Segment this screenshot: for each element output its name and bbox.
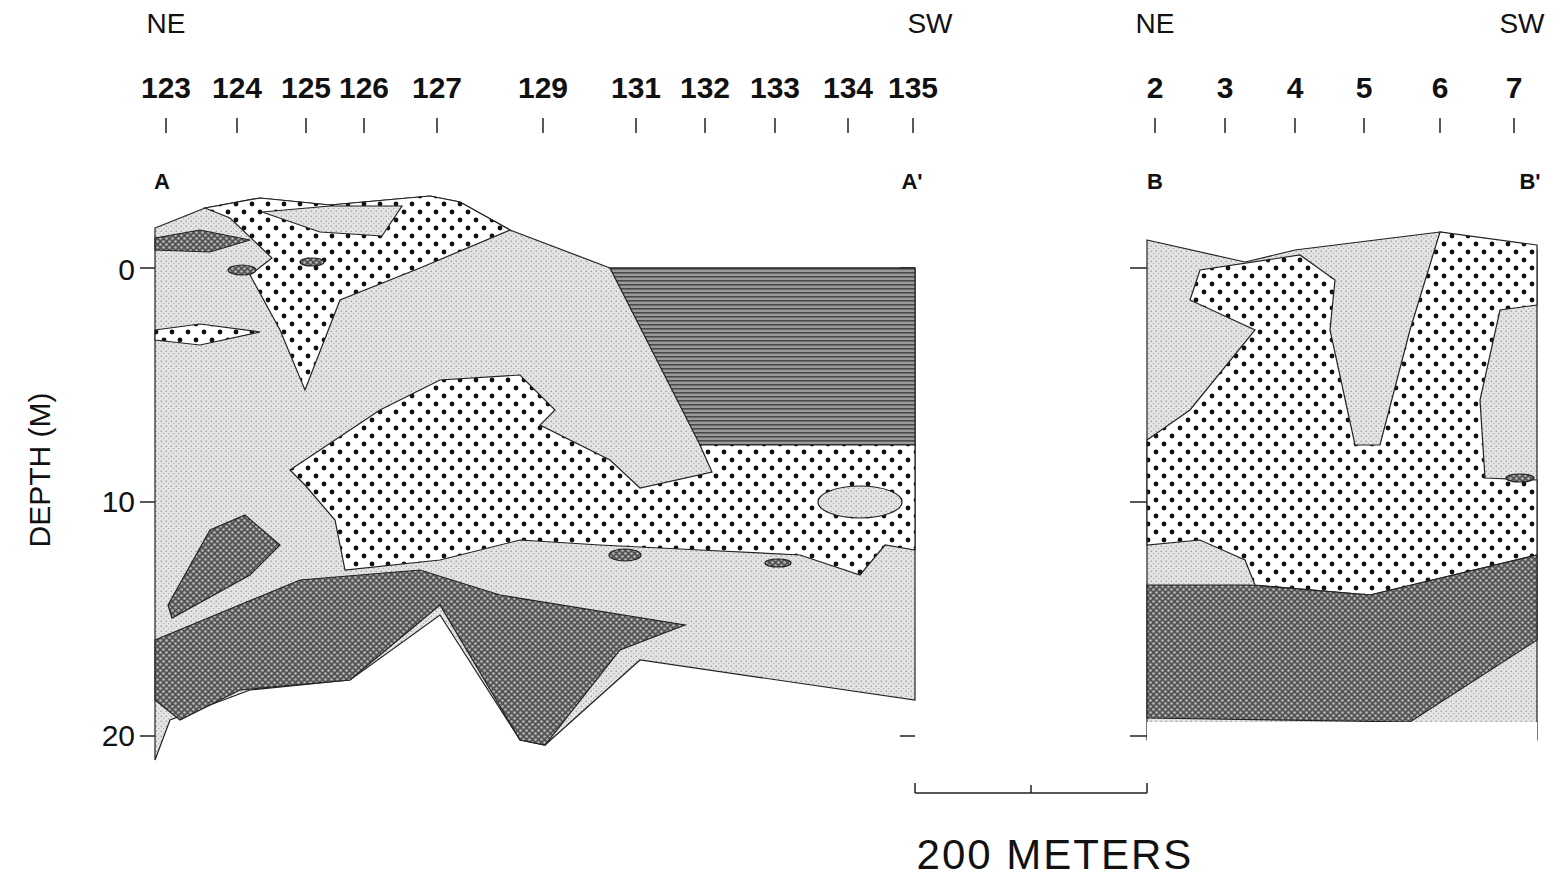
station-number: 2 [1147,73,1164,103]
station-number: 134 [823,73,873,103]
station-number: 123 [141,73,191,103]
station-number: 6 [1432,73,1449,103]
station-number: 131 [611,73,661,103]
station-number: 7 [1506,73,1523,103]
station-number: 3 [1217,73,1234,103]
section-end-label: A' [901,171,922,193]
section-end-label: B' [1519,171,1540,193]
section-end-label: A [154,171,170,193]
station-number: 124 [212,73,262,103]
direction-label: NE [147,10,186,38]
station-number: 126 [339,73,389,103]
station-number: 4 [1287,73,1304,103]
axis-tick-label: 0 [118,255,135,285]
direction-label: SW [1499,10,1544,38]
axis-tick-label: 10 [102,487,135,517]
station-number: 127 [412,73,462,103]
axis-title: DEPTH (M) [25,393,55,548]
station-number: 125 [281,73,331,103]
station-number: 129 [518,73,568,103]
station-number: 5 [1356,73,1373,103]
scale-label: 200 METERS [917,834,1194,876]
station-number: 135 [888,73,938,103]
direction-label: SW [907,10,952,38]
station-number: 132 [680,73,730,103]
section-end-label: B [1147,171,1163,193]
station-number: 133 [750,73,800,103]
axis-tick-label: 20 [102,721,135,751]
direction-label: NE [1136,10,1175,38]
